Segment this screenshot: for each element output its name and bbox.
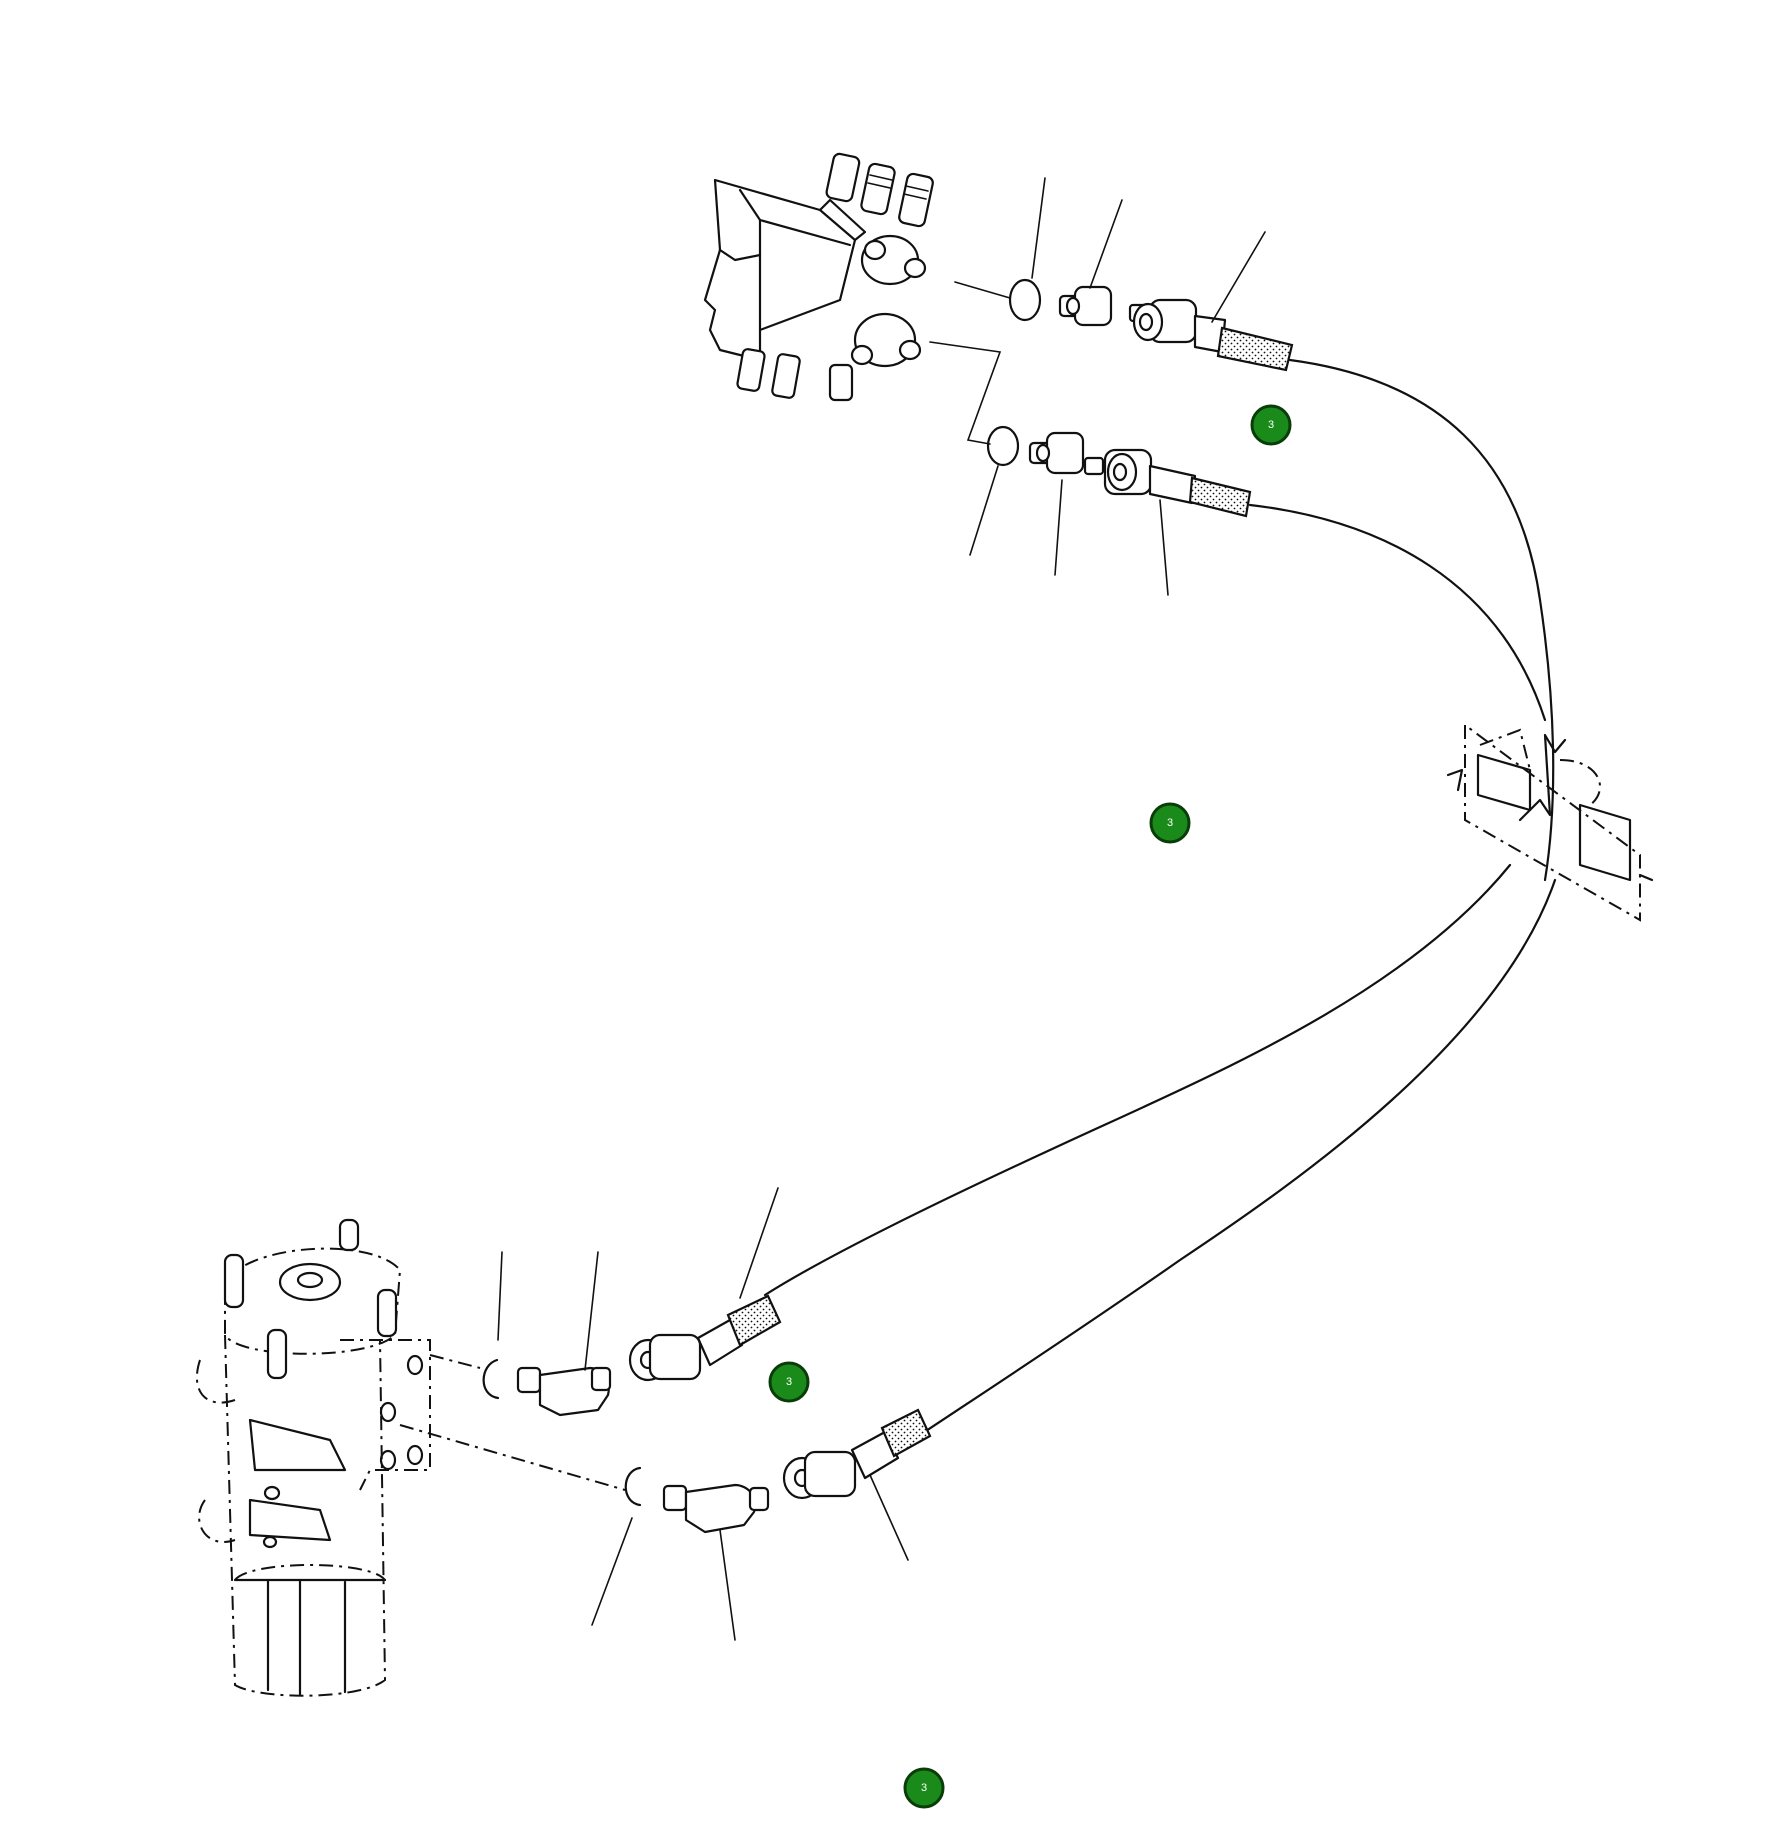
hotspot-label-4: 3: [921, 1782, 927, 1794]
elbow-steer-lower: [662, 1483, 770, 1534]
leader-steer-lower-3: [869, 1474, 909, 1561]
hose-end-upper: [1128, 298, 1294, 372]
centerline-lower: [929, 341, 1002, 445]
leader-steer-upper-2: [584, 1251, 599, 1371]
hose-clamp-bracket: [1446, 723, 1654, 922]
leader-middle-3: [1159, 499, 1169, 596]
hotspot-label-3: 3: [786, 1376, 792, 1388]
hotspot-label-1: 3: [1268, 419, 1274, 431]
centerline-steer-lower: [399, 1424, 626, 1491]
leader-steer-lower-2: [719, 1529, 736, 1641]
o-ring-middle: [986, 425, 1020, 467]
steer-lower-fitting-set: [591, 1408, 932, 1641]
hose-line-2: [1248, 503, 1547, 722]
hose-end-steer-lower: [782, 1408, 932, 1500]
hose-end-steer-upper: [628, 1294, 782, 1382]
middle-fitting-set: [969, 425, 1252, 596]
centerline-upper: [954, 281, 1011, 299]
leader-steer-upper-1: [497, 1251, 503, 1341]
leader-steer-lower-1: [591, 1517, 633, 1626]
leader-steer-upper-3: [739, 1187, 779, 1299]
centerline-steer-upper: [429, 1354, 481, 1369]
steering-unit: [195, 1218, 431, 1697]
elbow-steer-upper: [516, 1366, 612, 1417]
hotspot-marker-4[interactable]: 3: [903, 1767, 945, 1809]
o-ring-upper: [1008, 278, 1042, 322]
adapter-middle: [1028, 431, 1085, 475]
adapter-upper: [1058, 285, 1113, 327]
upper-fitting-set: [1008, 177, 1294, 372]
hotspot-label-2: 3: [1167, 817, 1173, 829]
hotspot-marker-2[interactable]: 3: [1149, 802, 1191, 844]
hose-line-4: [918, 878, 1557, 1437]
o-ring-steer-upper: [482, 1358, 500, 1400]
leader-upper-1: [1031, 177, 1046, 279]
leader-upper-2: [1089, 199, 1123, 289]
hose-line-1: [1288, 358, 1555, 882]
hose-end-middle: [1083, 448, 1252, 518]
steer-upper-fitting-set: [482, 1187, 782, 1417]
hotspot-marker-1[interactable]: 3: [1250, 404, 1292, 446]
leader-middle-1: [969, 465, 999, 556]
hotspot-marker-3[interactable]: 3: [768, 1361, 810, 1403]
o-ring-steer-lower: [624, 1466, 642, 1507]
hose-line-3: [763, 863, 1512, 1297]
leader-upper-3: [1211, 231, 1266, 323]
control-valve: [703, 152, 934, 402]
leader-middle-2: [1054, 479, 1063, 576]
